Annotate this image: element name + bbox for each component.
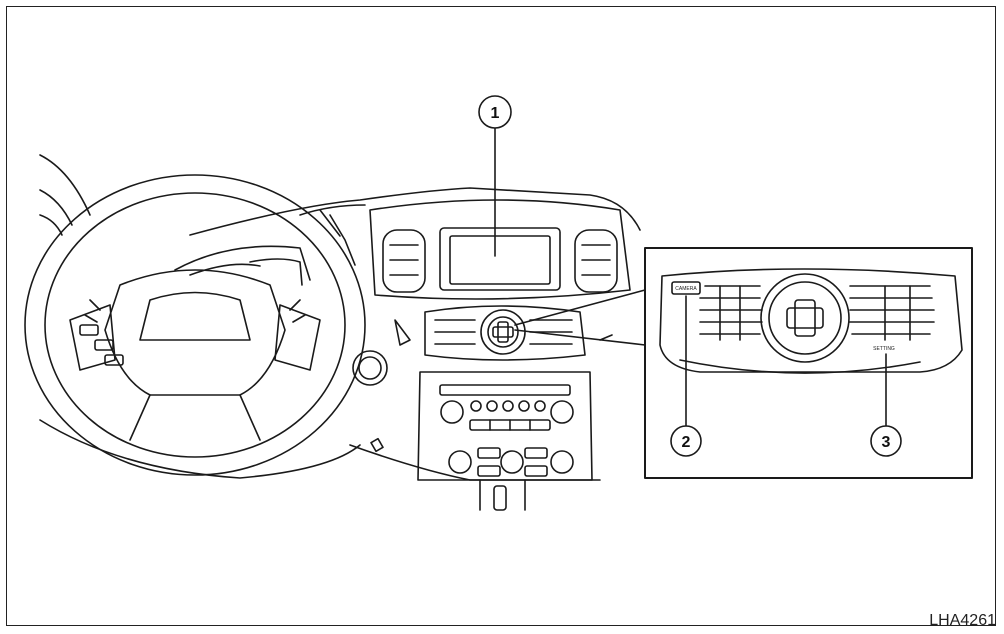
setting-label: SETTING — [873, 346, 895, 352]
instrument-cluster — [174, 245, 311, 286]
callout-2-number: 2 — [682, 434, 691, 451]
steering-wheel — [24, 174, 366, 476]
callout-1-number: 1 — [491, 105, 500, 122]
camera-label: CAMERA — [675, 286, 697, 292]
center-stack-lower — [417, 371, 593, 511]
a-pillar — [39, 154, 91, 236]
figure-reference: LHA4261 — [929, 612, 996, 629]
dash-details — [370, 319, 613, 453]
zoom-leader — [514, 289, 646, 346]
inset-panel: CAMERA SETTING — [644, 247, 973, 479]
display-screen — [439, 227, 561, 291]
center-control-panel — [424, 305, 586, 361]
ignition-button — [352, 350, 388, 386]
dashboard-outline — [39, 187, 641, 481]
center-stack-upper — [369, 199, 631, 300]
camera-button[interactable] — [671, 281, 701, 295]
callout-3-number: 3 — [882, 434, 891, 451]
callout-1 — [478, 95, 512, 257]
